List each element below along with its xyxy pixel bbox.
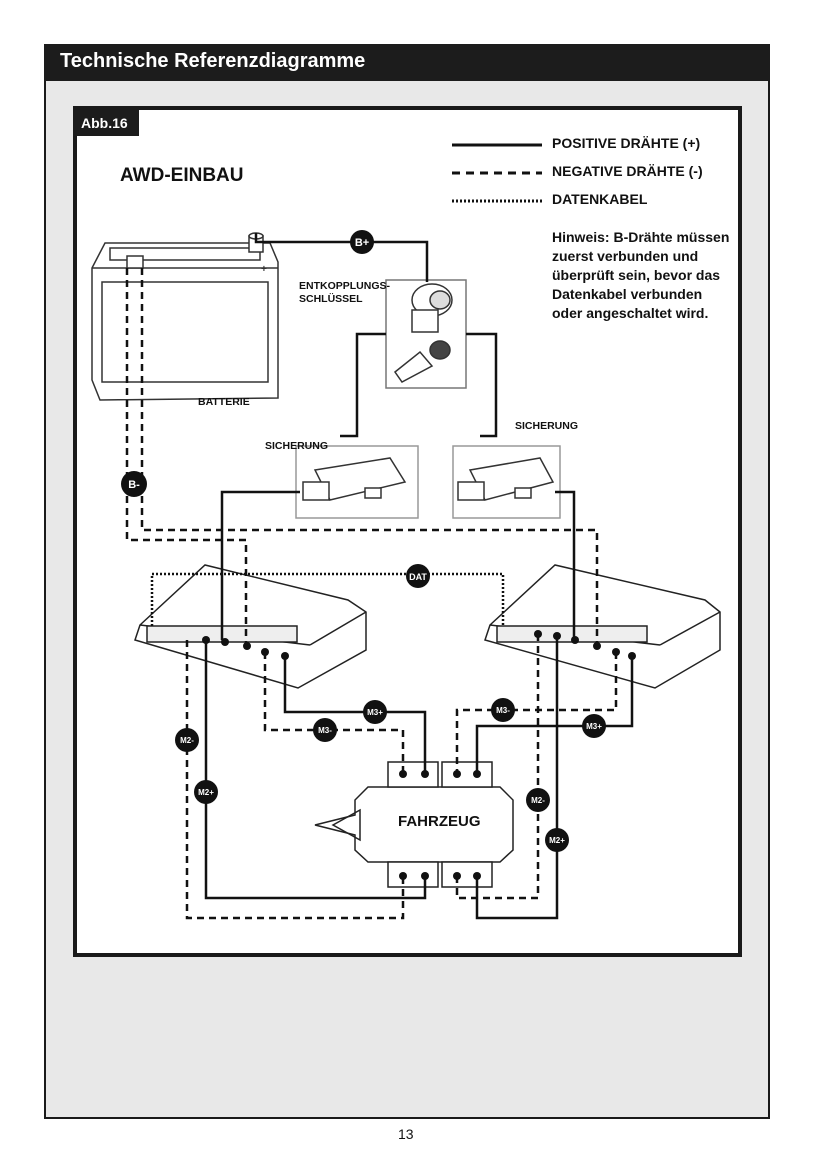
- badge-b-plus-text: B+: [355, 237, 369, 249]
- legend-data-label: DATENKABEL: [552, 191, 648, 207]
- figure-label: Abb.16: [73, 110, 139, 136]
- badge-m3-plus-left-text: M3+: [367, 708, 383, 717]
- badge-m2-plus-right-text: M2+: [549, 836, 565, 845]
- decoupling-key-illustration: [385, 279, 467, 389]
- page-number: 13: [398, 1126, 414, 1142]
- badge-m3-minus-right-text: M3-: [496, 706, 510, 715]
- battery-plus-symbol: +: [261, 264, 267, 275]
- badge-m2-plus-left-text: M2+: [198, 788, 214, 797]
- legend-negative-label: NEGATIVE DRÄHTE (-): [552, 163, 703, 179]
- badge-dat: DAT: [406, 564, 430, 588]
- fuse-left-illustration: [295, 445, 419, 519]
- controller-right-illustration: [484, 564, 721, 689]
- badge-m2-minus-right-text: M2-: [531, 796, 545, 805]
- badge-m3-plus-left: M3+: [363, 700, 387, 724]
- page-title: Technische Referenzdiagramme: [60, 50, 366, 72]
- vehicle-illustration: [314, 761, 514, 888]
- data-wire: [150, 572, 505, 626]
- badge-m3-plus-right-text: M3+: [586, 722, 602, 731]
- wiring-note: Hinweis: B-Drähte müssen zuerst verbunde…: [552, 229, 730, 321]
- legend-positive-label: POSITIVE DRÄHTE (+): [552, 135, 701, 151]
- badge-m3-minus-left: M3-: [313, 718, 337, 742]
- badge-m2-minus-right: M2-: [526, 788, 550, 812]
- negative-wires: [125, 268, 618, 920]
- vehicle-label: FAHRZEUG: [398, 813, 481, 830]
- battery-label: BATTERIE: [198, 396, 250, 408]
- badge-b-minus-text: B-: [128, 479, 140, 491]
- controller-left-illustration: [134, 564, 367, 689]
- header-bar: [44, 44, 770, 81]
- fuse-right-illustration: [452, 445, 561, 519]
- fuse-left-label: SICHERUNG: [265, 440, 329, 452]
- badge-m2-plus-right: M2+: [545, 828, 569, 852]
- badge-m3-plus-right: M3+: [582, 714, 606, 738]
- battery-illustration: [91, 232, 279, 401]
- badge-b-minus: B-: [121, 471, 147, 497]
- badge-b-plus: B+: [350, 230, 374, 254]
- badge-m3-minus-left-text: M3-: [318, 726, 332, 735]
- badge-m2-plus-left: M2+: [194, 780, 218, 804]
- fuse-right-label: SICHERUNG: [515, 420, 579, 432]
- decoupling-key-label: ENTKOPPLUNGS- SCHLÜSSEL: [299, 280, 391, 305]
- badge-dat-text: DAT: [409, 572, 427, 582]
- badge-m2-minus-left: M2-: [175, 728, 199, 752]
- install-title: AWD-EINBAU: [120, 165, 244, 186]
- badge-m3-minus-right: M3-: [491, 698, 515, 722]
- badge-m2-minus-left-text: M2-: [180, 736, 194, 745]
